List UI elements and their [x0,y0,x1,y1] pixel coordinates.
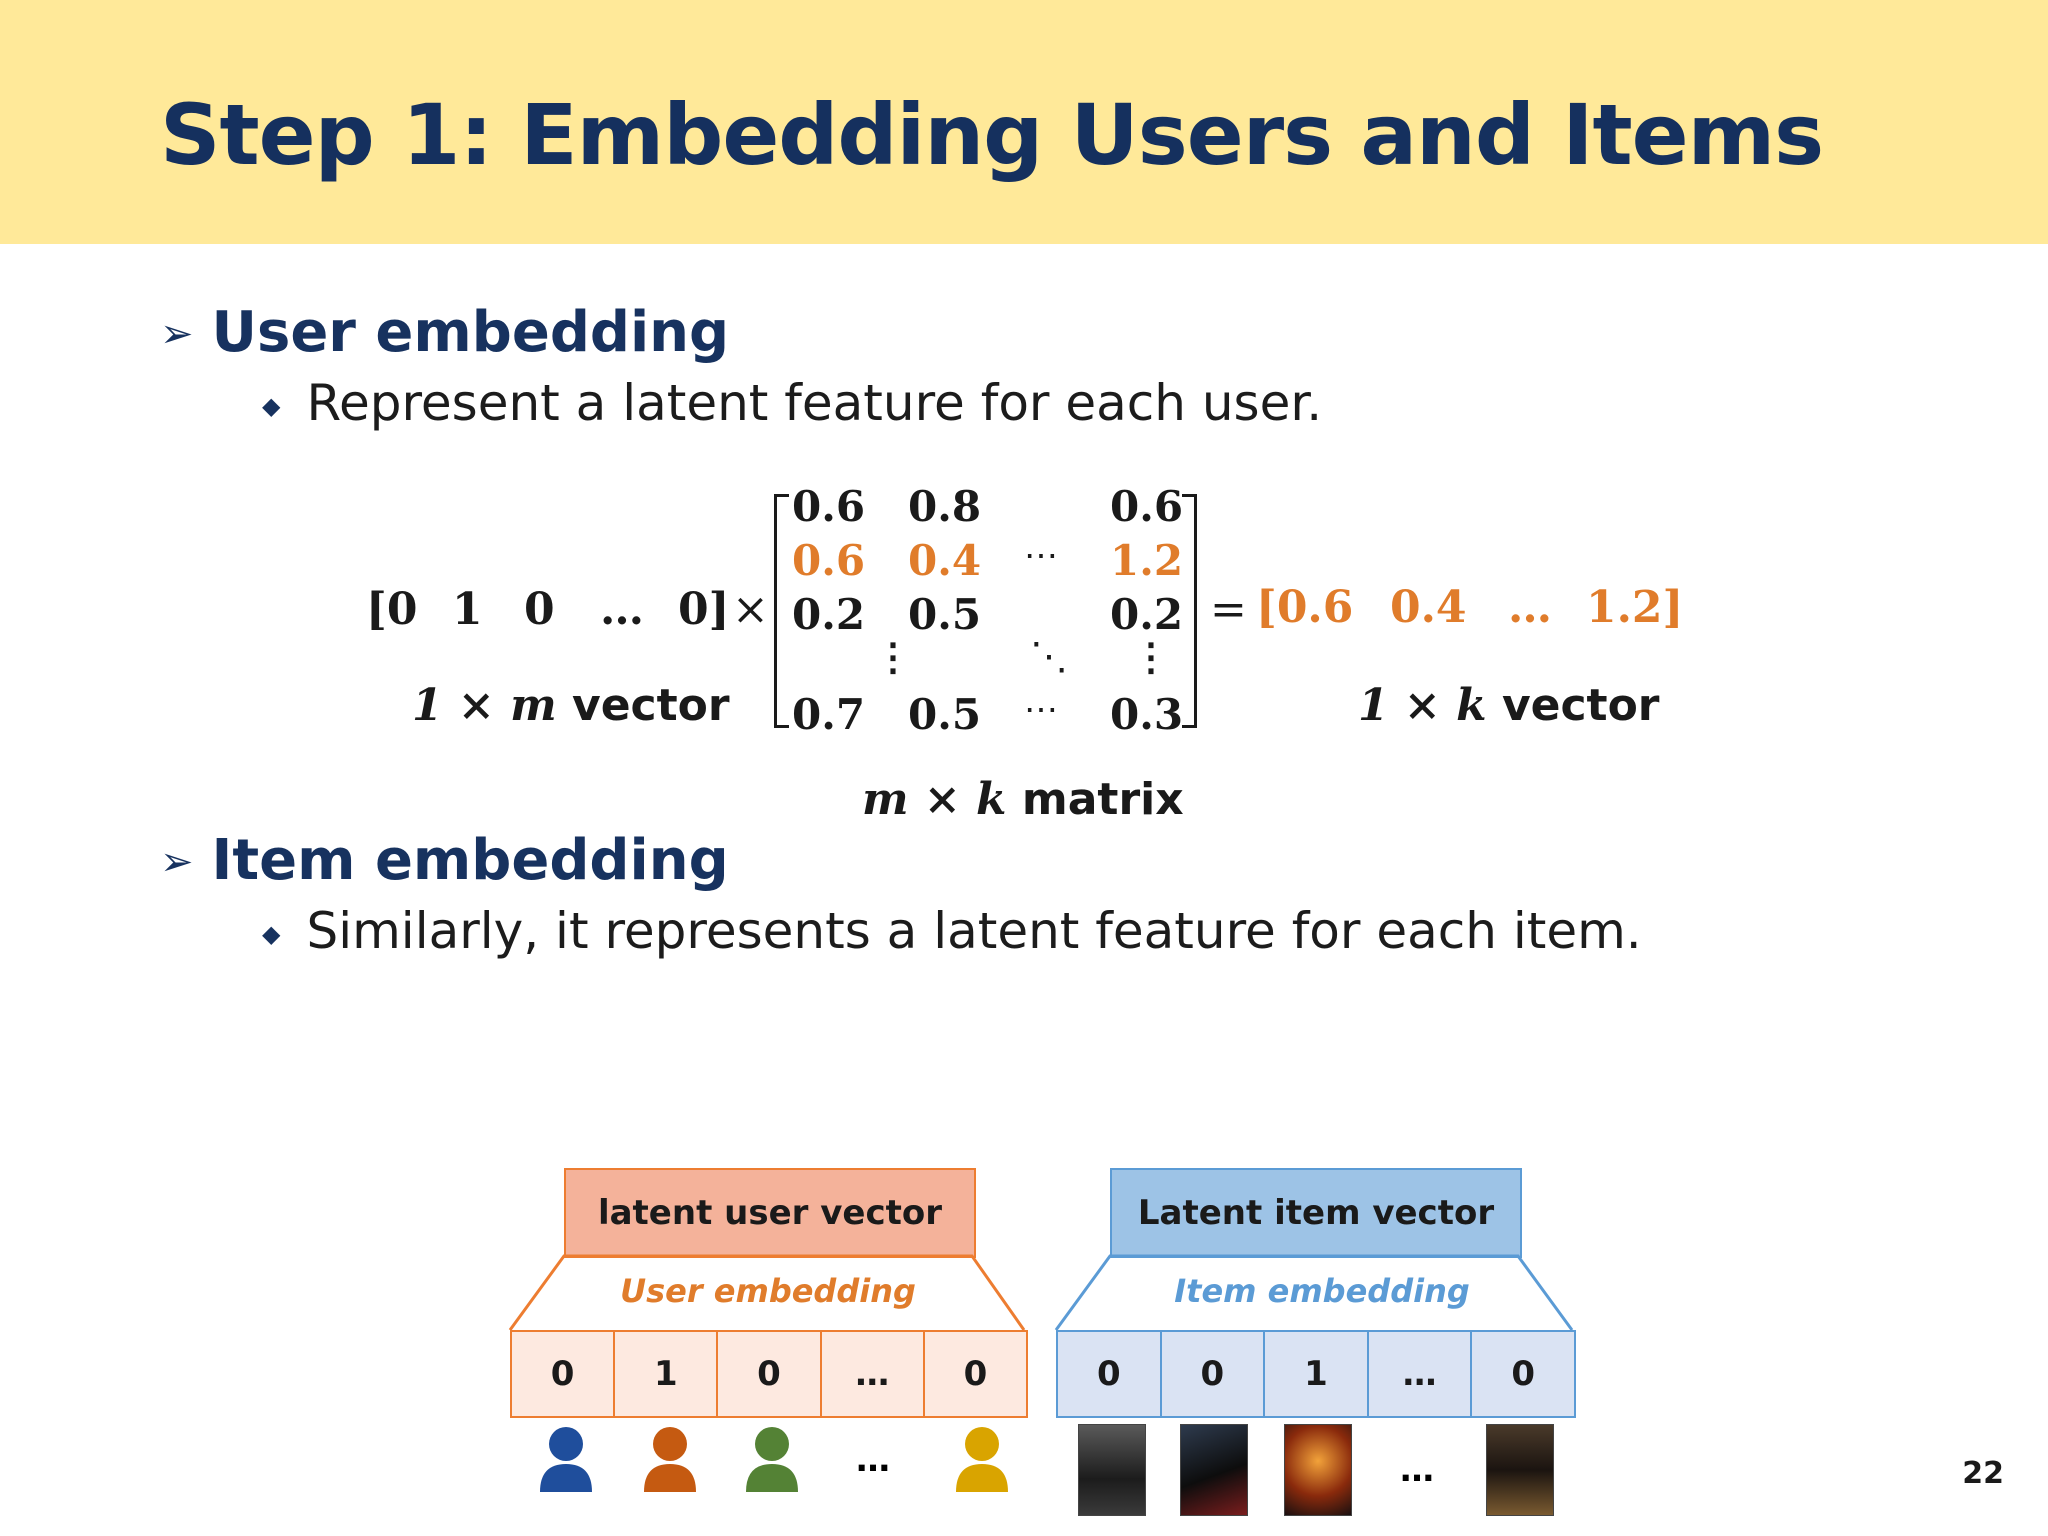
label-center-math: m × k [862,774,1007,825]
user-avatar-icon [644,1427,696,1492]
onehot-close: 0] [678,584,730,635]
result-close: 1.2] [1586,582,1684,633]
item-cell-3: 1 [1265,1332,1369,1416]
movie-poster-icon [1078,1424,1146,1516]
m-r5c2: 0.5 [908,690,982,739]
item-embedding-label: Item embedding [1174,1272,1470,1310]
m-r1c4: 0.6 [1110,482,1184,531]
arrow-bullet-icon: ➢ [160,839,194,885]
movie-poster-icon [1284,1424,1352,1516]
diamond-bullet-icon: ◆ [262,392,281,420]
label-matrix: m × k matrix [862,774,1184,825]
equals-sign: = [1210,584,1247,635]
user-onehot-cells: 0 1 0 … 0 [510,1330,1028,1418]
m-r2c2: 0.4 [908,536,982,585]
movie-poster-icon [1486,1424,1554,1516]
latent-user-vector-box: latent user vector [564,1168,976,1258]
item-heading-text: Item embedding [211,828,729,893]
user-cell-5: 0 [963,1354,988,1394]
user-cell-3: 0 [718,1332,822,1416]
item-embedding-sub: ◆ Similarly, it represents a latent featu… [262,902,1642,960]
user-avatar-icon [956,1427,1008,1492]
m-r5c1: 0.7 [792,690,866,739]
slide-title: Step 1: Embedding Users and Items [160,86,1824,184]
onehot-v2: 0 [524,584,555,635]
label-left-word: vector [572,680,730,731]
user-heading-text: User embedding [211,300,730,365]
m-r3c1: 0.2 [792,590,866,639]
user-cell-2: 1 [615,1332,719,1416]
m-r4c2: ⋮ [874,634,912,679]
page-number: 22 [1962,1456,2004,1491]
m-r1c2: 0.8 [908,482,982,531]
item-cell-5: 0 [1511,1354,1535,1394]
title-band [0,0,2048,244]
item-sub-text: Similarly, it represents a latent featur… [306,902,1642,960]
matrix-bracket-right [1182,494,1197,728]
user-cell-4: … [822,1332,925,1416]
user-embedding-label: User embedding [620,1272,916,1310]
onehot-dots: … [600,584,644,635]
item-onehot-cells: 0 0 1 … 0 [1056,1330,1576,1418]
result-v1: 0.4 [1390,582,1467,633]
m-r2c1: 0.6 [792,536,866,585]
label-right-word: vector [1501,680,1660,731]
item-cell-2: 0 [1162,1332,1266,1416]
result-open: [0.6 [1256,582,1354,633]
item-embedding-heading: ➢ Item embedding [160,828,729,893]
onehot-v1: 1 [452,584,483,635]
label-onehot-vector: 1 × m vector [412,680,730,731]
user-avatar-icon [746,1427,798,1492]
m-r2c4: 1.2 [1110,536,1184,585]
user-avatar-icon [540,1427,592,1492]
item-poster-ellipsis: … [1400,1450,1434,1490]
times-sign: × [732,584,769,635]
user-embedding-heading: ➢ User embedding [160,300,729,365]
m-r4c3: ⋱ [1030,634,1068,678]
m-r4c4: ⋮ [1132,634,1170,679]
m-r2c3: ⋯ [1024,536,1058,576]
label-result-vector: 1 × k vector [1358,680,1660,731]
item-cell-1: 0 [1058,1332,1162,1416]
m-r3c2: 0.5 [908,590,982,639]
m-r5c3: ⋯ [1024,690,1058,730]
movie-poster-icon [1180,1424,1248,1516]
item-cell-4: … [1369,1332,1473,1416]
user-sub-text: Represent a latent feature for each user… [306,374,1323,432]
m-r3c4: 0.2 [1110,590,1184,639]
matrix-bracket-left [774,494,789,728]
user-avatar-ellipsis: … [856,1440,890,1480]
user-embedding-sub: ◆ Represent a latent feature for each use… [262,374,1322,432]
arrow-bullet-icon: ➢ [160,311,194,357]
result-dots: … [1508,582,1552,633]
onehot-open: [0 [366,584,418,635]
latent-item-vector-box: Latent item vector [1110,1168,1522,1258]
label-left-math: 1 × m [412,680,557,731]
label-center-word: matrix [1021,774,1184,825]
diamond-bullet-icon: ◆ [262,920,281,948]
user-cell-1: 0 [512,1332,616,1416]
m-r1c1: 0.6 [792,482,866,531]
label-right-math: 1 × k [1358,680,1487,731]
m-r5c4: 0.3 [1110,690,1184,739]
